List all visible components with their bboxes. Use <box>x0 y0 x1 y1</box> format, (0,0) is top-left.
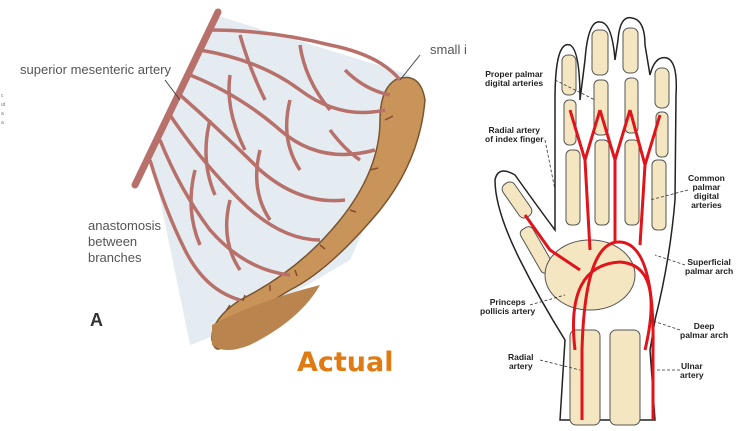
mesenteric-artery-diagram: superior mesenteric artery small i anast… <box>0 0 470 431</box>
panel-letter: A <box>90 310 103 331</box>
label-small-intestine: small i <box>430 42 467 57</box>
leader-proper-palmar <box>555 80 595 100</box>
edge-fragment-1: c <box>1 92 5 101</box>
leader-common-palmar <box>650 190 688 200</box>
leader-superficial-arch <box>655 255 685 265</box>
label-anastomosis-line-3: branches <box>88 250 161 266</box>
label-anastomosis: anastomosis between branches <box>88 218 161 266</box>
label-superior-mesenteric-artery: superior mesenteric artery <box>20 62 171 77</box>
edge-fragment-4: a <box>1 119 5 128</box>
leader-radial-index <box>545 140 555 190</box>
leader-princeps <box>530 295 565 305</box>
hand-artery-diagram: Proper palmar digital arteries Radial ar… <box>470 0 739 431</box>
edge-fragment-3: a <box>1 110 5 119</box>
edge-fragment-2: ut <box>1 101 5 110</box>
leader-deep-arch <box>650 320 680 330</box>
caption-actual: Actual <box>297 347 394 378</box>
label-anastomosis-line-1: anastomosis <box>88 218 161 234</box>
edge-text-fragments: c ut a a <box>1 92 5 128</box>
hand-leader-lines <box>470 0 739 431</box>
label-anastomosis-line-2: between <box>88 234 161 250</box>
small-intestine-leader <box>400 55 420 80</box>
leader-radial <box>540 360 580 370</box>
